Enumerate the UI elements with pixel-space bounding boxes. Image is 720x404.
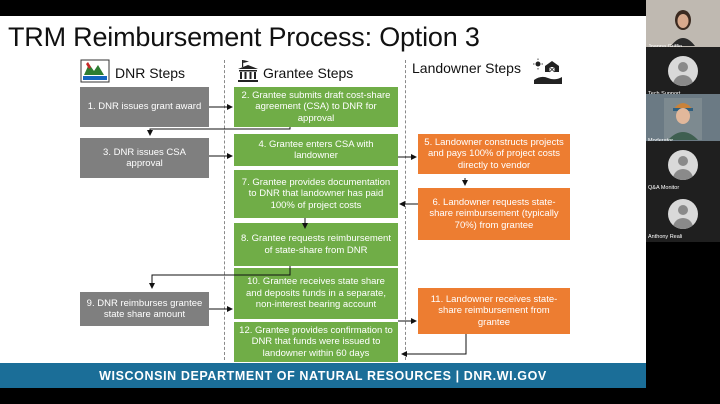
dnr-column-header: DNR Steps <box>115 65 186 81</box>
dnr-logo-icon <box>80 59 110 83</box>
step-6-box: 6. Landowner requests state-share reimbu… <box>418 188 570 240</box>
participant-video <box>664 98 702 140</box>
participant-tile[interactable]: Joanna Griffin <box>646 0 720 52</box>
step-2-box: 2. Grantee submits draft cost-share agre… <box>234 87 398 127</box>
participant-tile[interactable]: Q&A Monitor <box>646 141 720 193</box>
building-icon <box>236 59 260 83</box>
footer-banner: WISCONSIN DEPARTMENT OF NATURAL RESOURCE… <box>0 363 646 388</box>
step-5-box: 5. Landowner constructs projects and pay… <box>418 134 570 174</box>
grantee-column-header: Grantee Steps <box>263 65 354 81</box>
presentation-slide: TRM Reimbursement Process: Option 3 DNR … <box>0 16 646 388</box>
participant-name: Anthony Reali <box>648 234 683 240</box>
barn-icon <box>533 58 563 88</box>
avatar-placeholder-icon <box>668 56 698 86</box>
step-10-box: 10. Grantee receives state share and dep… <box>234 268 398 319</box>
step-1-box: 1. DNR issues grant award <box>80 87 209 127</box>
participant-panel: Joanna Griffin Tech Support Moderator Q&… <box>646 0 720 404</box>
step-4-box: 4. Grantee enters CSA with landowner <box>234 134 398 166</box>
step-9-box: 9. DNR reimburses grantee state share am… <box>80 292 209 326</box>
landowner-column-header: Landowner Steps <box>412 60 521 76</box>
participant-tile[interactable]: Tech Support <box>646 47 720 99</box>
step-8-box: 8. Grantee requests reimbursement of sta… <box>234 223 398 266</box>
step-12-box: 12. Grantee provides confirmation to DNR… <box>234 322 398 362</box>
participant-tile[interactable]: Anthony Reali <box>646 190 720 242</box>
column-divider-left <box>224 60 225 360</box>
column-divider-right <box>405 60 406 360</box>
step-11-box: 11. Landowner receives state-share reimb… <box>418 288 570 334</box>
participant-video <box>668 6 698 46</box>
step-3-box: 3. DNR issues CSA approval <box>80 138 209 178</box>
slide-title: TRM Reimbursement Process: Option 3 <box>8 22 480 52</box>
step-7-box: 7. Grantee provides documentation to DNR… <box>234 170 398 218</box>
avatar-placeholder-icon <box>668 199 698 229</box>
avatar-placeholder-icon <box>668 150 698 180</box>
participant-name: Q&A Monitor <box>648 185 680 191</box>
participant-tile[interactable]: Moderator <box>646 94 720 146</box>
